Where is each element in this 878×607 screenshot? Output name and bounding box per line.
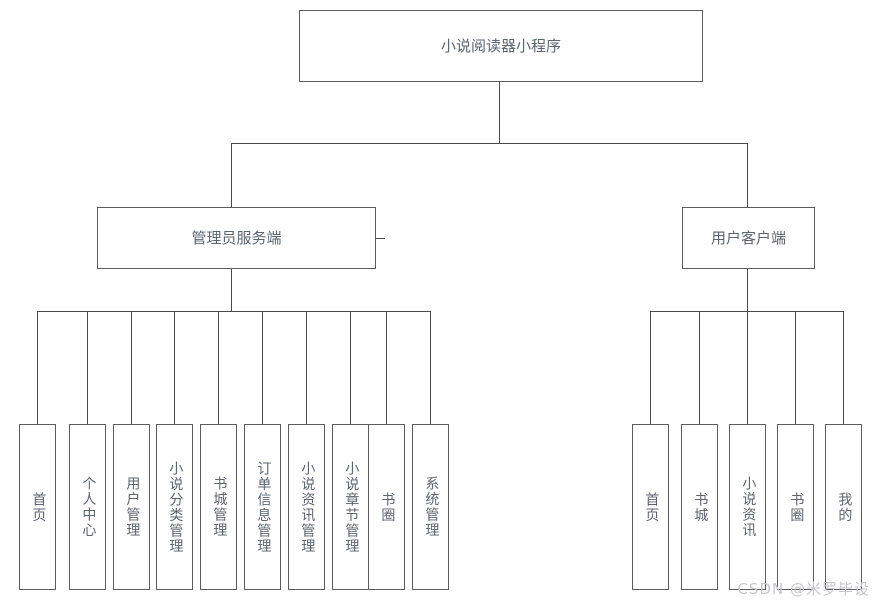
- node-admin-leaf-label: 首页: [30, 491, 47, 523]
- connector-drop-admin: [231, 143, 232, 207]
- connector-admin-leaf-drop: [262, 311, 263, 424]
- connector-client-stem: [747, 269, 748, 311]
- node-admin-leaf-system-management[interactable]: 系统管理: [412, 424, 449, 590]
- connector-client-leaf-drop: [747, 311, 748, 424]
- node-root[interactable]: 小说阅读器小程序: [299, 10, 703, 82]
- node-admin-leaf-novel-news-management[interactable]: 小说资讯管理: [288, 424, 325, 590]
- connector-admin-leaf-drop: [131, 311, 132, 424]
- connector-admin-leaf-drop: [174, 311, 175, 424]
- connector-client-leaf-drop: [843, 311, 844, 424]
- watermark: CSDN @米罗毕设: [737, 580, 870, 598]
- connector-client-leaf-drop: [795, 311, 796, 424]
- node-admin-leaf-home[interactable]: 首页: [19, 424, 56, 590]
- connector-admin-stem: [231, 269, 232, 311]
- connector-admin-leaf-drop: [37, 311, 38, 424]
- connector-drop-client: [747, 143, 748, 207]
- node-admin-leaf-bookstore-management[interactable]: 书城管理: [200, 424, 237, 590]
- node-admin-leaf-order-info-management[interactable]: 订单信息管理: [244, 424, 281, 590]
- connector-admin-leaf-drop: [218, 311, 219, 424]
- node-admin-leaf-label: 书圈: [379, 491, 396, 523]
- connector-client-bus: [650, 311, 843, 312]
- connector-admin-leaf-drop: [350, 311, 351, 424]
- node-admin-leaf-label: 系统管理: [423, 476, 440, 538]
- node-branch-admin[interactable]: 管理员服务端: [97, 207, 376, 269]
- node-client-leaf-label: 小说资讯: [740, 476, 757, 538]
- connector-admin-stub: [376, 238, 385, 239]
- node-client-leaf-label: 我的: [836, 491, 853, 523]
- node-admin-leaf-label: 订单信息管理: [255, 460, 272, 554]
- connector-admin-leaf-drop: [386, 311, 387, 424]
- node-branch-admin-label: 管理员服务端: [191, 228, 282, 247]
- node-admin-leaf-label: 用户管理: [124, 476, 141, 538]
- node-admin-leaf-label: 小说分类管理: [167, 460, 184, 554]
- connector-level2-bus: [231, 143, 748, 144]
- node-client-leaf-book-circle[interactable]: 书圈: [777, 424, 814, 590]
- node-client-leaf-label: 书城: [692, 491, 709, 523]
- node-admin-leaf-book-circle[interactable]: 书圈: [368, 424, 405, 590]
- connector-admin-leaf-drop: [306, 311, 307, 424]
- node-admin-leaf-user-management[interactable]: 用户管理: [113, 424, 150, 590]
- node-admin-leaf-personal-center[interactable]: 个人中心: [69, 424, 106, 590]
- node-client-leaf-mine[interactable]: 我的: [825, 424, 862, 590]
- node-client-leaf-home[interactable]: 首页: [632, 424, 669, 590]
- node-admin-leaf-label: 小说资讯管理: [299, 460, 316, 554]
- node-client-leaf-bookstore[interactable]: 书城: [681, 424, 718, 590]
- connector-root-stem: [499, 82, 500, 144]
- node-root-label: 小说阅读器小程序: [440, 36, 561, 55]
- node-admin-leaf-label: 小说章节管理: [343, 460, 360, 554]
- node-branch-client[interactable]: 用户客户端: [682, 207, 815, 269]
- node-admin-leaf-novel-chapter-management[interactable]: 小说章节管理: [332, 424, 369, 590]
- node-admin-leaf-label: 书城管理: [211, 476, 228, 538]
- connector-client-leaf-drop: [699, 311, 700, 424]
- node-client-leaf-novel-news[interactable]: 小说资讯: [729, 424, 766, 590]
- node-admin-leaf-novel-category-management[interactable]: 小说分类管理: [156, 424, 193, 590]
- connector-admin-bus: [37, 311, 431, 312]
- connector-client-leaf-drop: [650, 311, 651, 424]
- node-client-leaf-label: 首页: [643, 491, 660, 523]
- node-branch-client-label: 用户客户端: [710, 228, 786, 247]
- connector-admin-leaf-drop: [87, 311, 88, 424]
- node-client-leaf-label: 书圈: [788, 491, 805, 523]
- node-admin-leaf-label: 个人中心: [80, 476, 97, 538]
- connector-admin-leaf-drop: [430, 311, 431, 424]
